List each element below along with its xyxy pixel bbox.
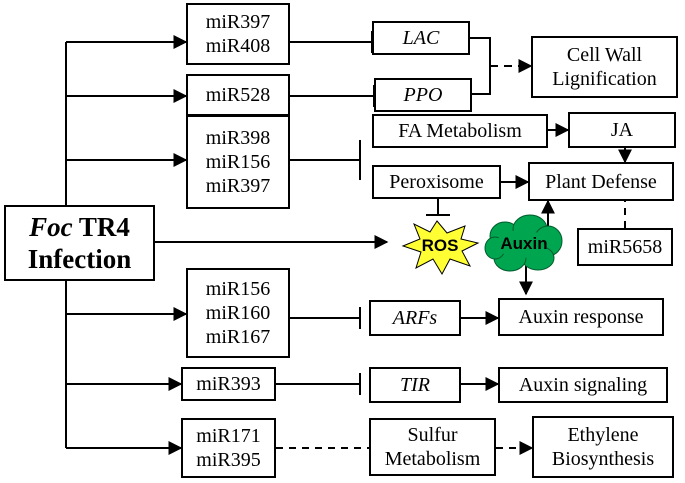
outcome-ja: JA	[568, 112, 676, 148]
mirna-label: miR395	[196, 449, 261, 471]
target-lac: LAC	[372, 21, 470, 55]
outcome-plant-defense: Plant Defense	[528, 162, 674, 201]
outcome-auxin-signaling: Auxin signaling	[498, 367, 668, 403]
mirna-group-6: miR171 miR395	[181, 418, 276, 478]
target-peroxisome: Peroxisome	[372, 165, 501, 199]
mirna-label: miR528	[205, 84, 271, 106]
infection-title-line1: Foc TR4	[29, 211, 130, 243]
ethylene-line2: Biosynthesis	[551, 448, 655, 470]
cellwall-line1: Cell Wall	[566, 44, 643, 66]
infection-box: Foc TR4 Infection	[4, 205, 155, 281]
mirna-label: miR156	[205, 151, 271, 173]
sulfur-line2: Metabolism	[384, 448, 481, 470]
mirna-label: miR408	[205, 35, 271, 57]
target-arfs: ARFs	[369, 300, 461, 336]
edge-lac-join	[470, 37, 491, 95]
ethylene-line1: Ethylene	[567, 424, 639, 446]
mirna-group-7: miR5658	[577, 228, 673, 266]
mirna-label: miR398	[205, 127, 271, 149]
mirna-label: miR156	[205, 278, 271, 300]
cellwall-line2: Lignification	[552, 68, 657, 90]
outcome-cell-wall: Cell Wall Lignification	[531, 36, 678, 98]
mirna-group-1: miR397 miR408	[186, 3, 290, 65]
mirna-label: miR397	[205, 11, 271, 33]
mirna-label: miR171	[196, 425, 261, 447]
ros-burst	[401, 220, 480, 276]
mirna-label: miR393	[196, 373, 261, 395]
mirna-label: miR5658	[587, 236, 663, 258]
mirna-group-4: miR156 miR160 miR167	[186, 268, 290, 358]
outcome-auxin-response: Auxin response	[498, 298, 664, 336]
ros-label: ROS	[421, 236, 459, 255]
infection-title-line2: Infection	[27, 244, 132, 274]
auxin-label: Auxin	[500, 234, 548, 253]
mirna-label: miR397	[205, 175, 271, 197]
target-ppo: PPO	[374, 78, 472, 112]
target-fa-metabolism: FA Metabolism	[372, 114, 548, 148]
target-sulfur-metabolism: Sulfur Metabolism	[369, 418, 496, 476]
target-tir: TIR	[369, 367, 461, 403]
mirna-label: miR167	[205, 326, 271, 348]
sulfur-line1: Sulfur	[407, 424, 458, 446]
mirna-group-5: miR393	[181, 367, 276, 401]
mirna-label: miR160	[205, 302, 271, 324]
mirna-group-2: miR528	[186, 74, 290, 116]
outcome-ethylene: Ethylene Biosynthesis	[532, 416, 674, 478]
infection-italic: Foc	[29, 211, 73, 242]
infection-rest: TR4	[72, 211, 130, 242]
mirna-group-3: miR398 miR156 miR397	[186, 115, 290, 209]
